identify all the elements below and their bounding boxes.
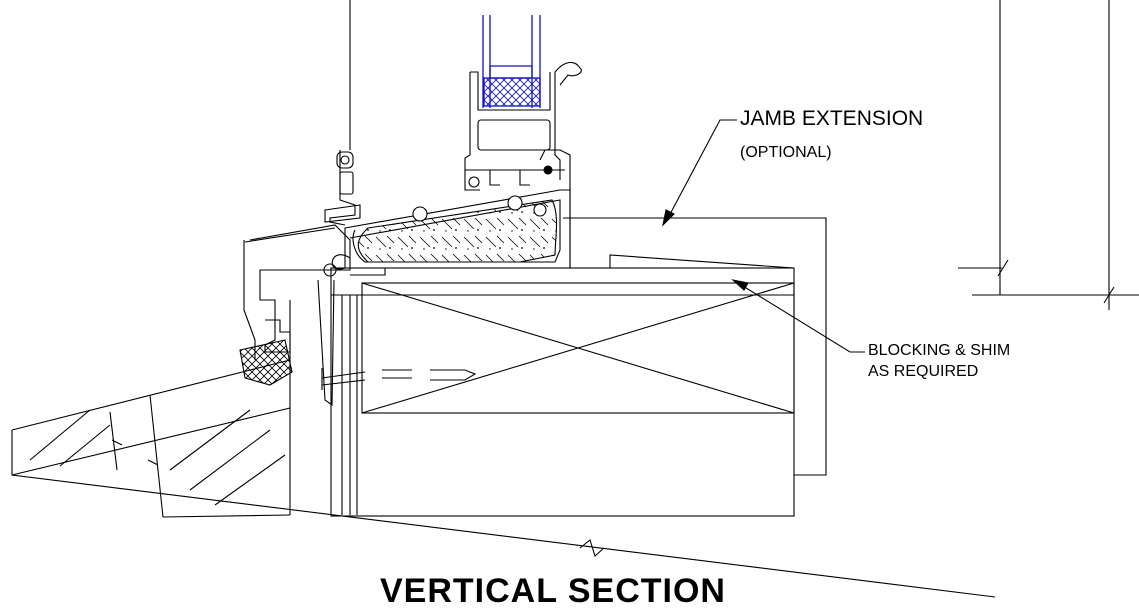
wall-outline	[11, 300, 996, 598]
optional-label: (OPTIONAL)	[740, 144, 832, 161]
blocking	[330, 217, 827, 517]
insulation-hatch	[357, 199, 558, 263]
blocking-arrowhead	[731, 279, 749, 291]
blocking-label-line1: BLOCKING & SHIM	[868, 342, 1011, 359]
dimension-lines	[958, 267, 1139, 296]
frame-profile	[243, 150, 386, 407]
jamb-extension-label: JAMB EXTENSION	[740, 107, 924, 130]
blocking-label-line2: AS REQUIRED	[868, 363, 979, 380]
sash-profile	[464, 61, 582, 191]
jamb-extension-leader	[667, 119, 737, 219]
dimension-extension-lines	[999, 0, 1110, 310]
anchor-fastener	[321, 368, 477, 390]
blocking-leader	[737, 282, 865, 353]
dimension-ticks	[997, 259, 1115, 304]
jamb-extension-arrowhead	[662, 209, 675, 227]
drawing-title: VERTICAL SECTION	[380, 572, 726, 610]
glazing-unit	[482, 15, 541, 108]
sealant	[239, 339, 293, 386]
